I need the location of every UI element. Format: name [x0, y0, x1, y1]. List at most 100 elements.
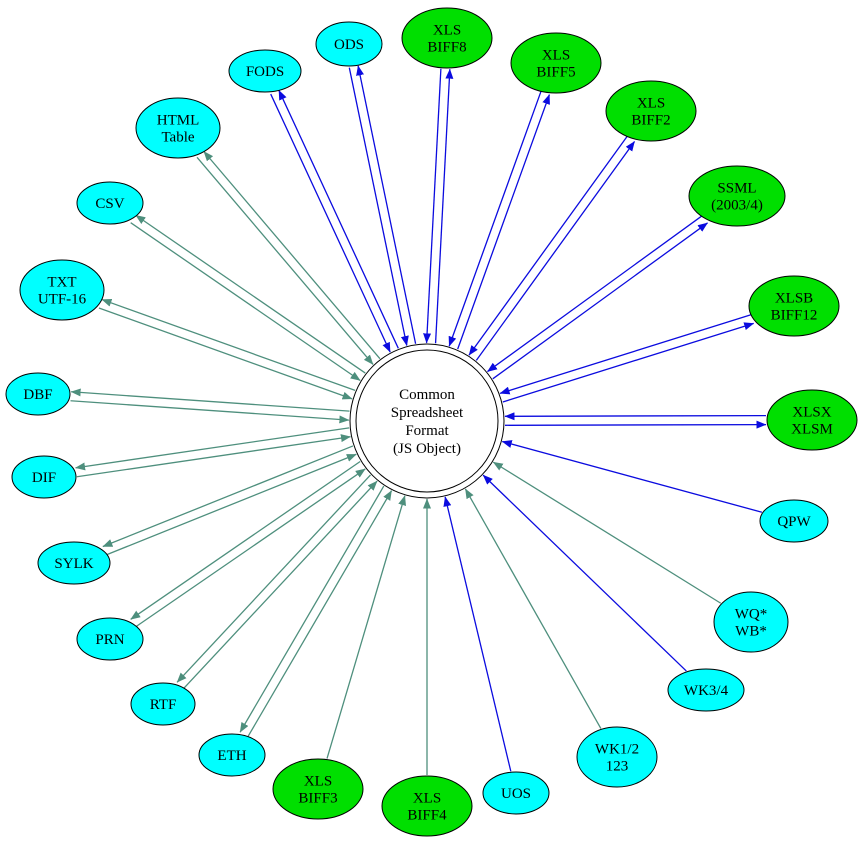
edges — [70, 65, 767, 775]
edge-html-table-from-center — [203, 151, 381, 360]
node-uos: UOS — [482, 771, 550, 815]
node-wk3-4: WK3/4 — [667, 668, 745, 712]
edge-xls-biff2-from-center — [475, 141, 636, 361]
edge-ssml-2003-4-to-center — [487, 215, 703, 373]
edge-xls-biff5-to-center — [448, 91, 542, 347]
edge-xls-biff3-to-center — [326, 495, 406, 759]
edge-xlsb-biff12-to-center — [499, 314, 752, 395]
node-qpw: QPW — [759, 499, 829, 543]
edge-sylk-to-center — [106, 453, 357, 556]
node-rtf: RTF — [130, 682, 196, 726]
node-xlsx-xlsm-shape — [766, 389, 858, 451]
edge-xls-biff8-to-center — [423, 68, 442, 344]
node-wk3-4-shape — [667, 668, 745, 712]
node-sylk-label: SYLK — [54, 556, 93, 572]
edge-xls-biff5-from-center — [457, 94, 550, 350]
node-ssml-2003-4-shape — [688, 165, 786, 227]
edge-sylk-from-center — [102, 445, 354, 548]
node-html-table-shape — [135, 97, 221, 159]
edge-ods-from-center — [356, 65, 417, 344]
node-dbf: DBF — [5, 372, 71, 416]
edge-txt-utf16-from-center — [101, 298, 356, 392]
node-xlsb-biff12-shape — [748, 275, 840, 337]
edge-eth-to-center — [247, 490, 393, 738]
node-rtf-label: RTF — [150, 697, 177, 713]
node-sylk: SYLK — [37, 541, 111, 585]
edge-xlsb-biff12-from-center — [502, 322, 755, 403]
node-wq-wb-shape — [713, 591, 789, 653]
node-eth-label: ETH — [217, 748, 246, 764]
edge-qpw-to-center — [501, 440, 763, 513]
node-dbf-label: DBF — [23, 387, 52, 403]
node-dif: DIF — [11, 455, 77, 499]
edge-csv-to-center — [130, 222, 361, 382]
edge-fods-from-center — [278, 89, 399, 349]
node-prn: PRN — [76, 617, 144, 661]
node-prn-label: PRN — [95, 632, 124, 648]
node-xls-biff4-shape — [381, 775, 473, 837]
edge-wk3-4-to-center — [482, 474, 687, 672]
node-ssml-2003-4: SSML(2003/4) — [688, 165, 786, 227]
node-qpw-shape — [759, 499, 829, 543]
edge-html-table-to-center — [196, 156, 374, 365]
edge-prn-to-center — [135, 468, 366, 628]
edge-txt-utf16-to-center — [98, 307, 353, 400]
node-wq-wb: WQ*WB* — [713, 591, 789, 653]
node-xls-biff5-shape — [510, 32, 602, 94]
node-eth-shape — [198, 733, 266, 777]
edge-xlsx-xlsm-to-center — [504, 412, 766, 421]
edge-rtf-from-center — [176, 474, 371, 683]
node-ods: ODS — [315, 21, 383, 67]
edge-csv-from-center — [135, 214, 366, 374]
edge-dbf-from-center — [70, 388, 350, 412]
edge-xlsx-xlsm-from-center — [505, 420, 767, 429]
edge-dbf-to-center — [70, 400, 350, 424]
node-csv-label: CSV — [95, 196, 124, 212]
node-wq-wb-label: WQ*WB* — [735, 607, 768, 640]
node-ods-shape — [315, 21, 383, 67]
node-prn-shape — [76, 617, 144, 661]
node-qpw-label: QPW — [777, 514, 811, 530]
node-xls-biff2-shape — [605, 80, 697, 142]
node-eth: ETH — [198, 733, 266, 777]
node-uos-label: UOS — [501, 786, 531, 802]
node-wk1-2-123-shape — [576, 726, 658, 788]
node-sylk-shape — [37, 541, 111, 585]
node-ssml-2003-4-label: SSML(2003/4) — [711, 181, 763, 214]
node-fods: FODS — [228, 49, 302, 93]
node-csv: CSV — [76, 181, 144, 225]
node-wk3-4-label: WK3/4 — [684, 683, 729, 699]
edge-xls-biff8-from-center — [434, 68, 454, 344]
center-node-inner-circle — [355, 349, 499, 493]
edge-dif-from-center — [75, 427, 350, 471]
node-uos-shape — [482, 771, 550, 815]
node-fods-shape — [228, 49, 302, 93]
node-dif-label: DIF — [32, 470, 56, 486]
edge-fods-to-center — [270, 93, 391, 353]
node-dbf-shape — [5, 372, 71, 416]
edge-wk1-2-123-to-center — [464, 488, 602, 729]
node-xls-biff8-shape — [401, 7, 493, 69]
node-fods-label: FODS — [246, 64, 284, 80]
edge-dif-to-center — [76, 434, 351, 478]
edge-wq-wb-to-center — [492, 461, 722, 604]
